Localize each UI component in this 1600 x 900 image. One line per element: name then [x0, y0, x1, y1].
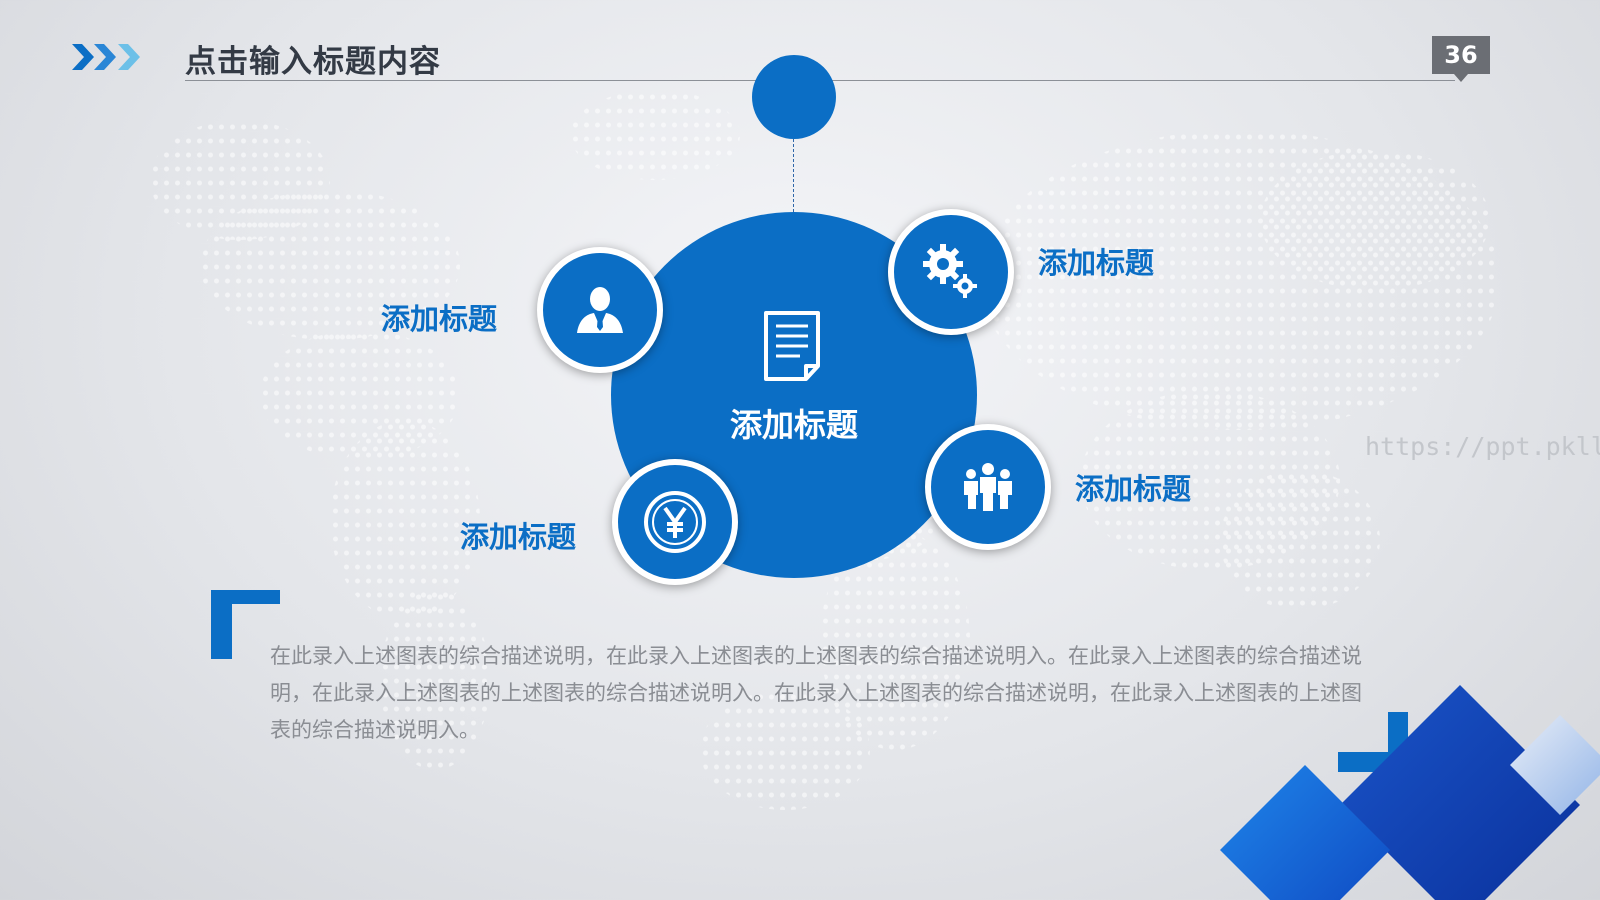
page-number-badge: 36	[1432, 36, 1490, 82]
chevron-arrows-icon	[72, 44, 140, 70]
node-label-finance: 添加标题	[460, 520, 577, 554]
node-label-gears: 添加标题	[1038, 246, 1155, 280]
gears-icon	[923, 244, 977, 298]
document-icon	[764, 311, 820, 381]
world-map-background	[140, 90, 1520, 850]
description-text: 在此录入上述图表的综合描述说明，在此录入上述图表的上述图表的综合描述说明入。在此…	[270, 644, 1362, 742]
top-circle	[752, 55, 836, 139]
quote-bracket	[211, 590, 280, 659]
node-gears	[888, 209, 1014, 335]
yen-coin-icon	[644, 491, 706, 553]
center-label: 添加标题	[729, 406, 858, 444]
user-icon	[577, 287, 623, 333]
geometric-decoration	[1220, 685, 1600, 900]
node-team	[925, 424, 1051, 550]
node-label-user: 添加标题	[381, 302, 498, 336]
node-label-team: 添加标题	[1075, 472, 1192, 506]
team-icon	[964, 463, 1012, 511]
dashed-connector	[793, 139, 794, 212]
node-user	[537, 247, 663, 373]
node-finance	[612, 459, 738, 585]
watermark-url: https://ppt.pkll.de	[1365, 432, 1600, 461]
page-title: 点击输入标题内容	[185, 44, 441, 80]
